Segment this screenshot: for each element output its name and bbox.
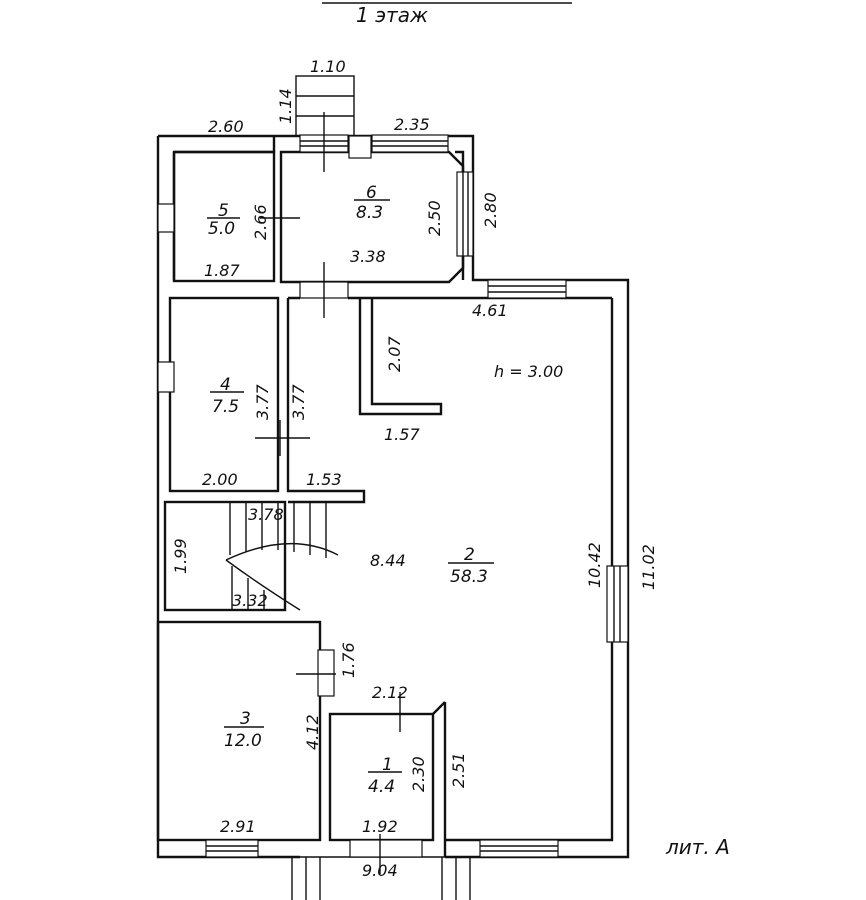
dim-hall-top: 4.61	[472, 301, 508, 320]
dim-corridor-height: 3.77	[289, 384, 308, 420]
room-4-number: 4	[220, 375, 231, 395]
litera-stamp: лит. А	[665, 835, 730, 859]
room-3-number: 3	[240, 709, 251, 729]
dim-top-right: 2.35	[394, 115, 430, 134]
dim-door-gap: 1.76	[339, 642, 358, 678]
room-5-number: 5	[218, 201, 229, 221]
room-3-area: 12.0	[224, 731, 262, 751]
dim-stair-width: 3.32	[232, 591, 268, 610]
room-4-walls	[168, 296, 280, 493]
floor-title: 1 этаж	[356, 3, 428, 27]
dim-porch-width: 1.10	[310, 57, 346, 76]
door-marks	[255, 112, 401, 874]
dim-room-6-height: 2.50	[425, 200, 444, 236]
dim-stair-height: 1.99	[171, 538, 190, 574]
dim-hall-width: 8.44	[370, 551, 406, 570]
ceiling-height-note: h = 3.00	[494, 362, 563, 381]
alcove-walls	[358, 298, 443, 416]
dim-top-left: 2.60	[208, 117, 244, 136]
room-2-area: 58.3	[450, 567, 488, 587]
room-6-walls	[279, 150, 465, 284]
vertical-dimension-labels: 1.14 2.66 2.50 2.80 2.07 3.77 3.77 1.99 …	[171, 88, 658, 792]
dim-room-1-side: 2.51	[449, 752, 468, 788]
dim-porch-depth: 1.14	[276, 88, 295, 124]
dim-room-6-side: 2.80	[481, 192, 500, 228]
dim-stair-top: 3.78	[248, 505, 284, 524]
room-6-number: 6	[366, 183, 377, 203]
dim-room-1-width: 1.92	[362, 817, 398, 836]
room-5-area: 5.0	[208, 219, 235, 239]
dimension-labels: 1.10 2.60 2.35 3.38 1.87 4.61 1.57 2.00 …	[202, 57, 508, 880]
dim-room-1-top: 2.12	[372, 683, 408, 702]
dim-room-6-width: 3.38	[350, 247, 386, 266]
porch	[295, 75, 355, 137]
dim-outer-height: 11.02	[639, 544, 658, 590]
dim-room-4-height: 3.77	[253, 384, 272, 420]
dim-room-3-height: 4.12	[303, 714, 322, 750]
dim-room-5-width: 1.87	[204, 261, 240, 280]
stair-walls	[163, 500, 287, 612]
dim-room-3-width: 2.91	[220, 817, 256, 836]
stair-steps	[225, 502, 339, 611]
room-labels: 5 5.0 6 8.3 4 7.5 2 58.3 3 12.0 1 4.4	[207, 183, 494, 797]
dim-alcove-height: 2.07	[385, 336, 404, 372]
dim-hall-height: 10.42	[585, 542, 604, 588]
room-1-corner	[432, 701, 446, 715]
dim-corridor-width: 1.53	[306, 470, 342, 489]
dim-room-1-height: 2.30	[409, 756, 428, 792]
corridor-walls	[286, 298, 366, 504]
dim-room-4-width: 2.00	[202, 470, 238, 489]
dim-room-5-height: 2.66	[251, 204, 270, 240]
room-1-area: 4.4	[368, 777, 395, 797]
room-1-number: 1	[382, 755, 393, 775]
room-4-area: 7.5	[212, 397, 239, 417]
dim-total-width: 9.04	[362, 861, 398, 880]
room-6-area: 8.3	[356, 203, 383, 223]
room-2-number: 2	[464, 545, 475, 565]
dim-alcove-width: 1.57	[384, 425, 420, 444]
